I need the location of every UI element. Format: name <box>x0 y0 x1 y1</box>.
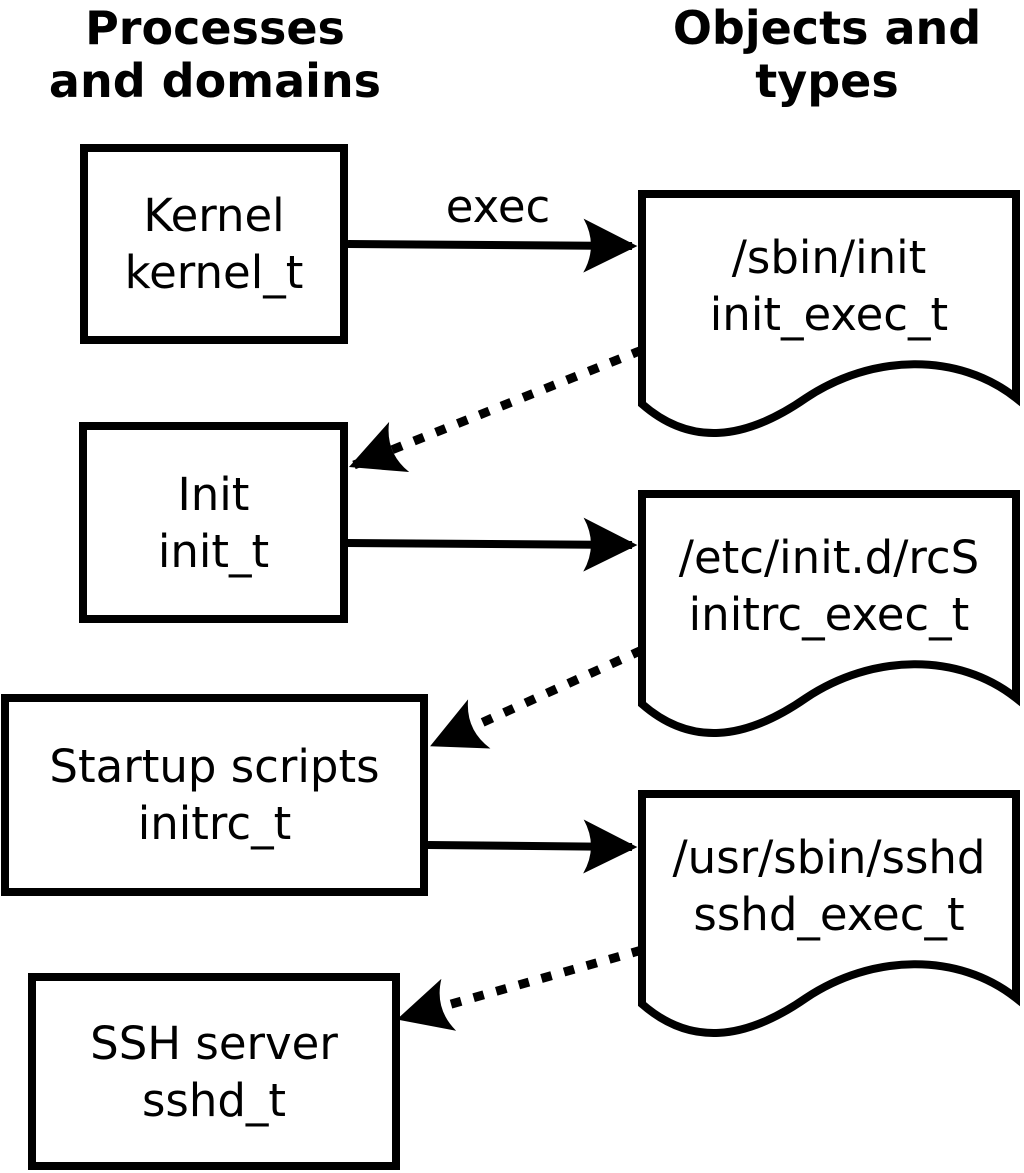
solid-arrow-kernel-to-sbin-init <box>347 218 638 273</box>
right-column-header-line1: Objects and <box>672 1 982 55</box>
process-node-init: Init init_t <box>79 422 348 623</box>
process-node-startup-scripts: Startup scripts initrc_t <box>1 694 428 896</box>
left-column-header-line1: Processes <box>85 1 345 55</box>
process-node-startup-scripts-label: Startup scripts <box>49 740 380 793</box>
process-node-kernel-label: Kernel <box>143 189 285 242</box>
solid-arrow-initrc-to-usr-sbin-sshd <box>427 819 638 874</box>
process-node-startup-scripts-domain: initrc_t <box>137 797 292 850</box>
process-node-ssh-server-label: SSH server <box>90 1016 338 1070</box>
left-column-header-line2: and domains <box>48 54 382 108</box>
process-node-ssh-server: SSH server sshd_t <box>28 973 400 1170</box>
solid-arrow-init-to-etc-initd-rcs <box>346 517 638 572</box>
dotted-arrow-etc-initd-rcs-to-initrc <box>430 645 644 749</box>
process-node-kernel-domain: kernel_t <box>124 246 304 299</box>
process-node-kernel: Kernel kernel_t <box>80 144 348 344</box>
document-shape-usr-sbin-sshd <box>638 790 1020 1037</box>
document-shape-etc-initd-rcs <box>638 490 1020 737</box>
left-column-header: Processes and domains <box>18 2 412 108</box>
process-node-ssh-server-domain: sshd_t <box>141 1073 287 1127</box>
dotted-arrow-sbin-init-to-init <box>348 345 644 473</box>
dotted-arrow-usr-sbin-sshd-to-sshd <box>396 945 644 1031</box>
process-node-init-domain: init_t <box>157 524 270 578</box>
document-shape-sbin-init <box>638 190 1020 437</box>
exec-arrow-label: exec <box>445 180 551 233</box>
process-node-init-label: Init <box>177 467 250 521</box>
right-column-header-line2: types <box>755 54 899 108</box>
right-column-header: Objects and types <box>630 2 1024 108</box>
